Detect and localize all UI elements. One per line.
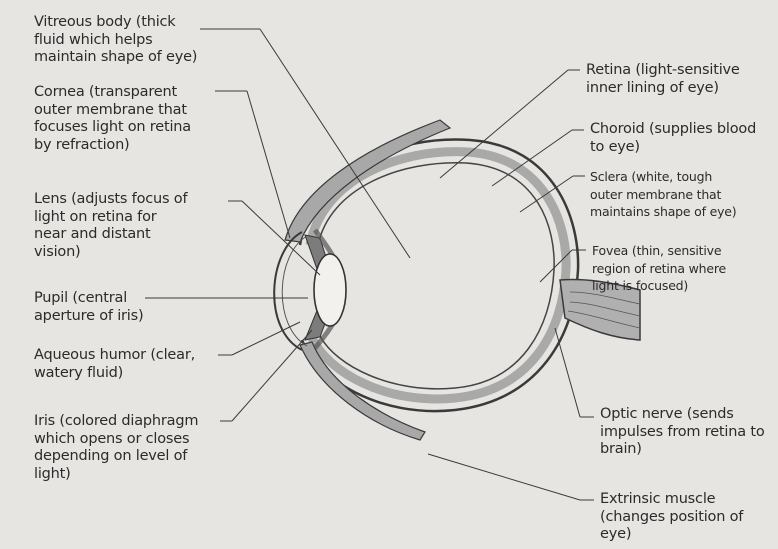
label-sclera: Sclera (white, tough outer membrane that… [590,168,736,221]
label-lens: Lens (adjusts focus of light on retina f… [34,191,187,261]
leader-lines [145,29,594,500]
label-iris: Iris (colored diaphragm which opens or c… [34,413,198,483]
label-fovea: Fovea (thin, sensitive region of retina … [592,242,726,295]
label-cornea: Cornea (transparent outer membrane that … [34,84,191,154]
retina-shape [318,163,554,389]
label-retina: Retina (light-sensitive inner lining of … [586,62,740,97]
lens-shape [314,254,346,326]
label-aqueous-humor: Aqueous humor (clear, watery fluid) [34,347,195,382]
label-vitreous-body: Vitreous body (thick fluid which helps m… [34,14,197,67]
upper-muscle-shape [285,120,450,242]
label-optic-nerve: Optic nerve (sends impulses from retina … [600,406,765,459]
label-pupil: Pupil (central aperture of iris) [34,290,143,325]
label-extrinsic-muscle: Extrinsic muscle (changes position of ey… [600,491,743,544]
lower-muscle-shape [300,342,425,440]
label-choroid: Choroid (supplies blood to eye) [590,121,756,156]
